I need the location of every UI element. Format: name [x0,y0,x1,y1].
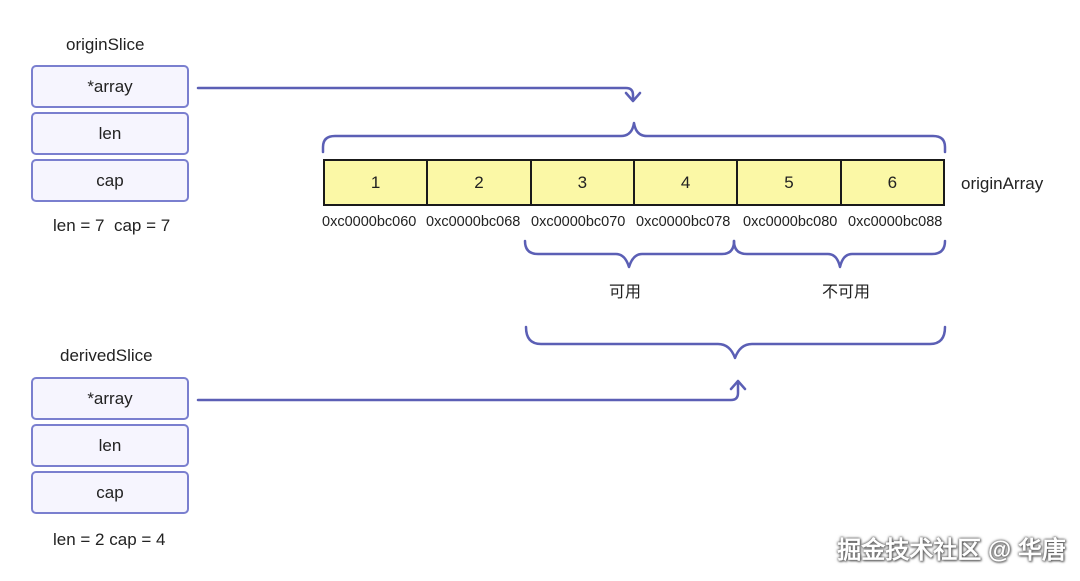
derived-slice-summary: len = 2 cap = 4 [53,530,166,549]
derived-range-brace [524,325,947,360]
array-address: 0xc0000bc080 [743,214,838,230]
origin-pointer-arrow [196,86,635,102]
array-address: 0xc0000bc060 [322,214,417,230]
origin-arrow-head [624,91,642,103]
array-address: 0xc0000bc088 [848,214,943,230]
origin-array: 1 2 3 4 5 6 [323,159,945,206]
derived-slice-title: derivedSlice [60,346,153,365]
derived-slice-array-pointer: *array [31,377,189,420]
origin-array-label: originArray [961,174,1044,193]
derived-slice-len: len [31,424,189,467]
available-range-brace [523,239,736,269]
origin-slice-len: len [31,112,189,155]
origin-slice-title: originSlice [66,35,145,54]
origin-slice-summary: len = 7 cap = 7 [53,216,171,235]
array-address: 0xc0000bc068 [426,214,521,230]
array-cell: 2 [428,161,532,204]
array-cell: 5 [738,161,842,204]
origin-slice-cap: cap [31,159,189,202]
watermark: 掘金技术社区 @ 华唐 [837,537,1066,564]
array-address: 0xc0000bc078 [636,214,731,230]
array-cell: 3 [532,161,635,204]
unavailable-range-label: 不可用 [822,284,871,301]
available-range-label: 可用 [609,284,642,301]
array-cell: 6 [887,172,898,192]
origin-slice-array-pointer: *array [31,65,189,108]
derived-pointer-arrow [196,381,740,402]
unavailable-range-brace [732,239,947,269]
derived-slice-cap: cap [31,471,189,514]
array-address: 0xc0000bc070 [531,214,626,230]
derived-arrow-head [729,379,747,391]
array-cell: 4 [635,161,739,204]
array-cell: 1 [325,161,429,204]
origin-array-brace [321,121,947,154]
